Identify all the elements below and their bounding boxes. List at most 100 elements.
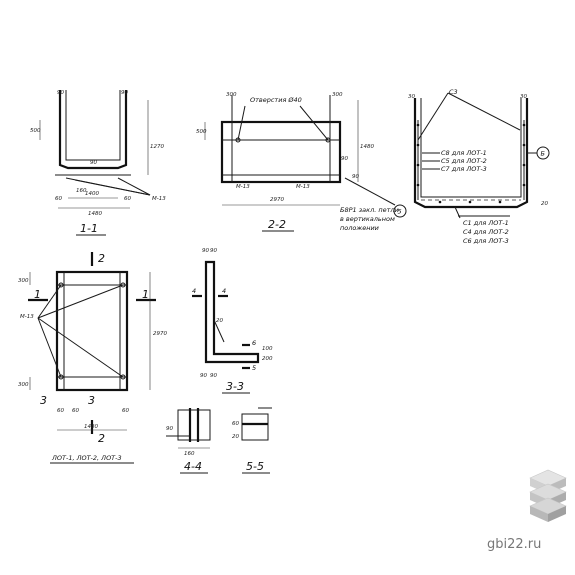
section-4-4: 90 160 4-4	[166, 408, 211, 474]
opening-mark	[58, 282, 64, 288]
section-mark-label: 2	[98, 252, 105, 265]
rebar-dot	[416, 183, 420, 187]
mark-label: С3	[449, 88, 458, 96]
dim-label: 90	[352, 174, 359, 180]
rebar-dot	[468, 200, 472, 204]
section-mark-label: 1	[34, 288, 41, 301]
dim-label: 2970	[270, 197, 284, 203]
rebar-frame-outline	[413, 98, 529, 209]
note-label: положении	[340, 224, 379, 232]
watermark-text: gbi22.ru	[487, 537, 542, 552]
dim-label: 300	[18, 278, 29, 284]
section-mark-label: 3	[88, 394, 95, 407]
dim-label: 90	[121, 90, 128, 96]
section-mark-label: 5	[252, 364, 256, 372]
site-logo	[529, 469, 567, 522]
opening-mark	[120, 374, 126, 380]
rebar-list-item: С4 для ЛОТ-2	[463, 228, 509, 236]
dim-label: 60	[124, 196, 131, 202]
rebar-dot	[522, 183, 526, 187]
opening-mark	[325, 137, 331, 143]
dim-label: 90	[90, 160, 97, 166]
dim-label: 1480	[360, 144, 374, 150]
dim-label: 60	[57, 408, 64, 414]
callout-label: Б	[541, 150, 546, 158]
section-title: 4-4	[184, 460, 202, 473]
dim-label: 500	[30, 128, 41, 134]
dim-label: 90	[210, 248, 217, 254]
leader-line	[37, 284, 124, 319]
dim-label: 90	[166, 426, 173, 432]
dim-label: 500	[196, 129, 207, 135]
trough-side-outline	[220, 120, 342, 184]
dim-label: 20	[541, 201, 548, 207]
leader-line	[237, 105, 246, 141]
rebar-line	[213, 319, 225, 343]
leader-line	[117, 177, 151, 196]
rebar-frame-inner	[420, 98, 522, 198]
section-title: 1-1	[80, 222, 98, 235]
rebar-list-item: С5 для ЛОТ-2	[441, 157, 487, 165]
section-title: 3-3	[226, 380, 244, 393]
leader-line	[37, 317, 62, 378]
section-title: 2-2	[268, 218, 286, 231]
dim-label: 1480	[84, 424, 98, 430]
dim-label: 90	[210, 373, 217, 379]
dim-label: 60	[122, 408, 129, 414]
section-2-2: 300 300 Отверстия Ø40 500 2970 М-13 М-13…	[196, 92, 407, 232]
rebar-list-item: С1 для ЛОТ-1	[463, 219, 509, 227]
leader-line	[37, 317, 124, 378]
note-label: Б8Р1 закл. петли	[340, 206, 399, 214]
opening-mark	[235, 137, 241, 143]
leader-line	[37, 284, 62, 319]
plan-view: 1 1 2 2 3 3 300 300 М-13 2970 1480 60 60…	[18, 252, 167, 464]
dim-label: 60	[55, 196, 62, 202]
leader-line	[344, 177, 396, 206]
section-mark-label: 1	[142, 288, 149, 301]
rebar-dot	[522, 163, 526, 167]
dim-label: 100	[262, 346, 273, 352]
callout-circle	[536, 146, 550, 160]
dim-label: 30	[408, 94, 415, 100]
opening-mark	[120, 282, 126, 288]
section-mark-label: 6	[252, 339, 256, 347]
opening-mark	[58, 374, 64, 380]
angle-profile	[204, 260, 260, 364]
plan-title: ЛОТ-1, ЛОТ-2, ЛОТ-3	[51, 454, 122, 462]
rebar-list-item: С8 для ЛОТ-1	[441, 149, 487, 157]
section-mark-label: 4	[192, 287, 196, 295]
dim-label: 60	[232, 421, 239, 427]
section-rect	[241, 413, 269, 441]
trough-outline	[58, 90, 128, 170]
opening-label: Отверстия Ø40	[250, 96, 302, 104]
rebar-dot	[416, 163, 420, 167]
trough-inner	[65, 90, 121, 161]
section-rect	[177, 409, 211, 441]
leader-line	[74, 179, 151, 196]
dim-label: 300	[18, 382, 29, 388]
dim-label: 90	[200, 373, 207, 379]
dim-label: 300	[226, 92, 237, 98]
section-5-5: 60 20 5-5	[232, 407, 272, 474]
dim-label: 1270	[150, 144, 164, 150]
rebar-dot	[416, 143, 420, 147]
leader-line	[299, 105, 329, 141]
mark-label: М-13	[20, 314, 34, 320]
section-mark-label: 3	[40, 394, 47, 407]
section-mark-label: 2	[98, 432, 105, 445]
rebar-dot	[522, 123, 526, 127]
mark-label: М-13	[236, 184, 250, 190]
dim-label: 20	[216, 318, 223, 324]
dim-label: 30	[520, 94, 527, 100]
mark-label: М-13	[152, 196, 166, 202]
dim-label: 90	[202, 248, 209, 254]
rebar-dot	[438, 200, 442, 204]
callout-circle	[393, 204, 407, 218]
note-label: в вертикальном	[340, 215, 395, 223]
dim-label: 160	[184, 451, 195, 457]
dim-label: 90	[57, 90, 64, 96]
rebar-list-item: С7 для ЛОТ-3	[441, 165, 487, 173]
section-1-1: 90 90 500 1400 60 160 1480 1270 90 М-13 …	[30, 90, 166, 236]
